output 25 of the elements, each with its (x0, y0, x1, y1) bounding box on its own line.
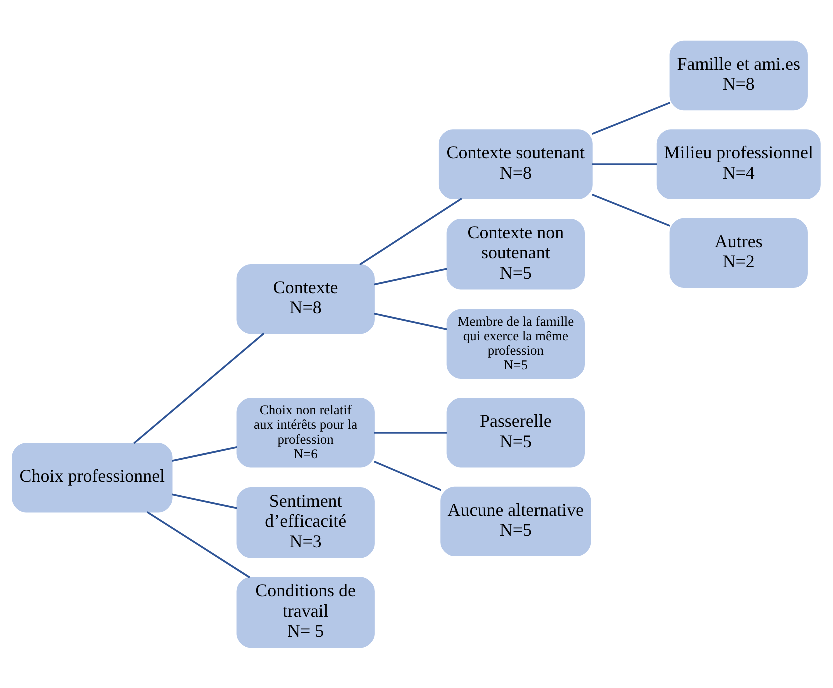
node-box: Aucune alternative N=5 (440, 486, 592, 556)
node-box: Autres N=2 (670, 218, 808, 288)
connector (359, 198, 462, 266)
node-box: Contexte non soutenant N=5 (446, 218, 585, 290)
node-box: Membre de la famille qui exerce la même profession N=5 (446, 308, 585, 379)
node-box: Sentiment d’efficacité N=3 (236, 486, 375, 558)
node-box: Milieu professionnel N=4 (656, 129, 821, 199)
node-box: Famille et ami.es N=8 (670, 40, 808, 110)
connector (146, 511, 250, 578)
connector (374, 268, 448, 286)
connector (374, 432, 448, 434)
connector (374, 312, 448, 330)
connector (172, 493, 238, 509)
node-box: Contexte soutenant N=8 (438, 129, 593, 199)
node-box: Conditions de travail N= 5 (236, 576, 375, 648)
connector (172, 446, 238, 462)
node-box: Choix non relatif aux intérêts pour la profession N=6 (236, 398, 375, 468)
connector (592, 193, 670, 226)
node-box: Choix professionnel (12, 442, 173, 512)
connector (134, 332, 265, 444)
connector (374, 460, 442, 491)
connector (592, 102, 670, 135)
connector (592, 163, 658, 165)
node-box: Passerelle N=5 (446, 398, 585, 468)
node-box: Contexte N=8 (236, 264, 375, 334)
